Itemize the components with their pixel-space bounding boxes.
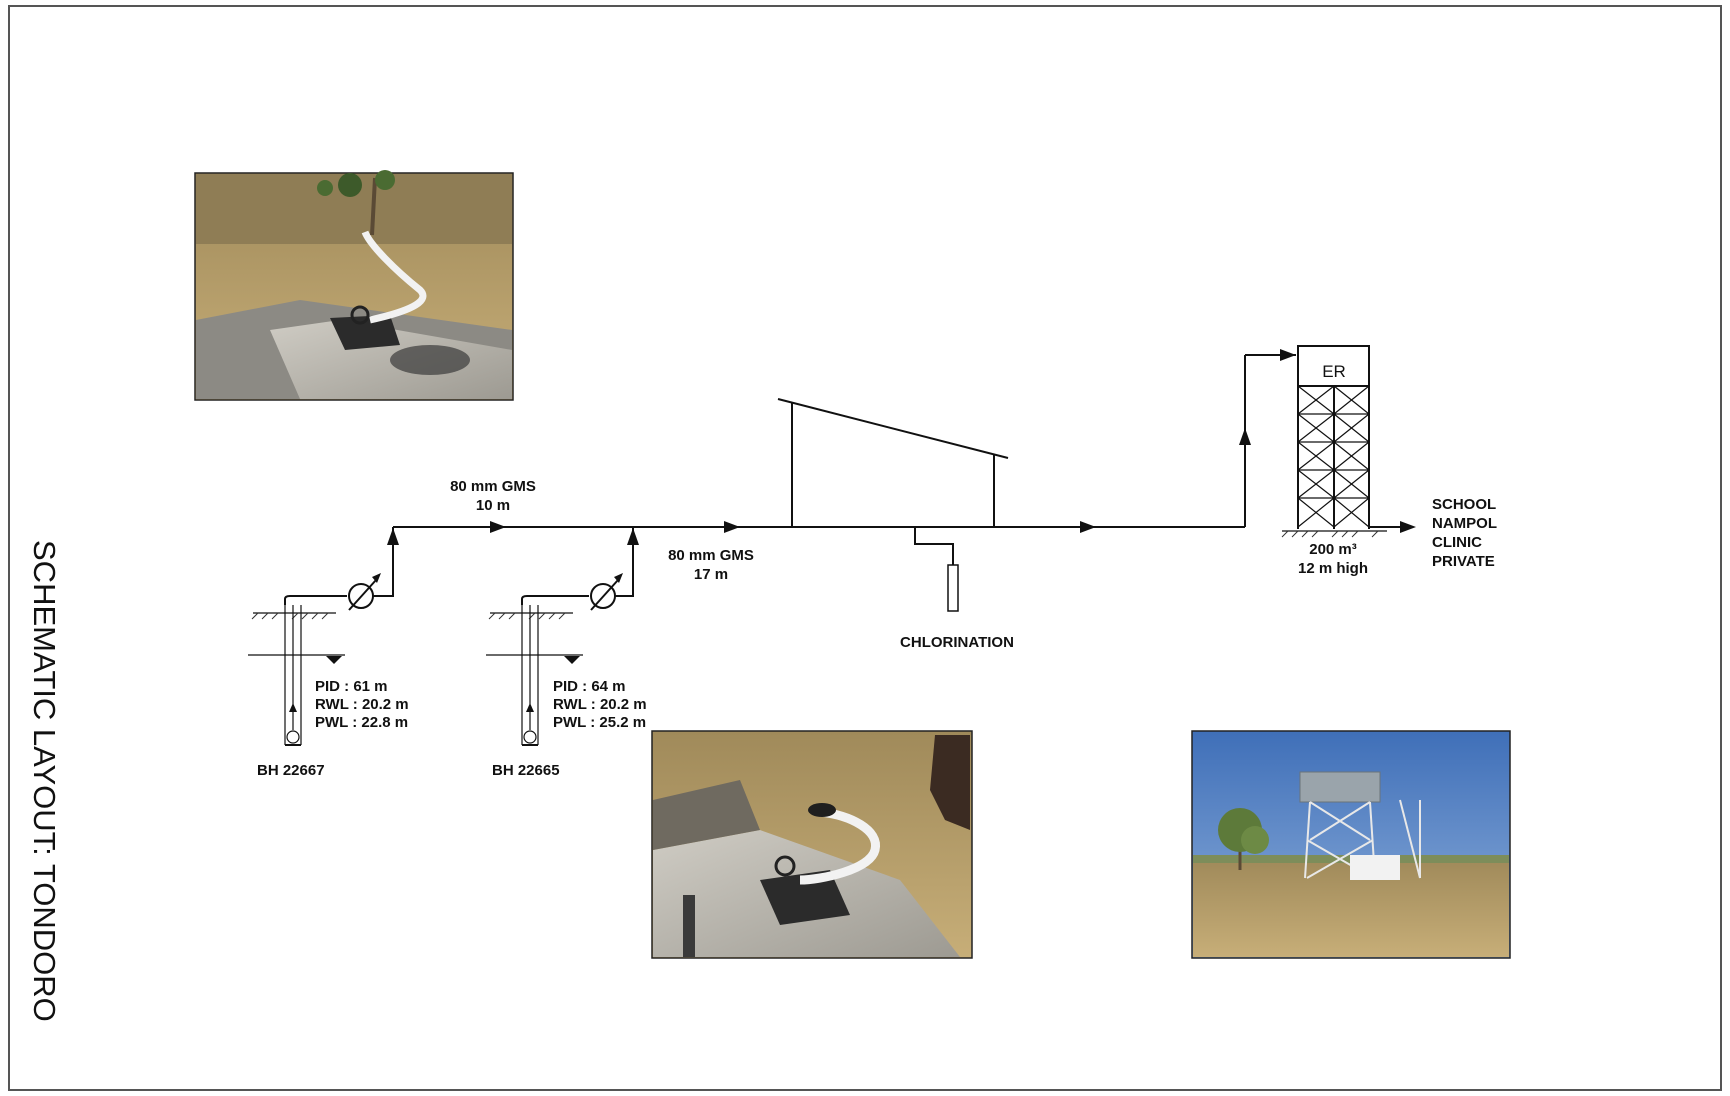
reservoir-height: 12 m high xyxy=(1298,560,1368,577)
photo-reservoir xyxy=(1191,730,1511,959)
borehole-1-rwl: RWL : 20.2 m xyxy=(315,696,409,713)
borehole-1-pid: PID : 61 m xyxy=(315,678,388,695)
pipe-1-size: 80 mm GMS xyxy=(450,478,536,495)
photo-borehole-2 xyxy=(651,730,973,959)
borehole-1 xyxy=(248,527,399,746)
main-pipeline xyxy=(393,349,1296,533)
reservoir-capacity: 200 m³ xyxy=(1309,541,1357,558)
consumer-nampol: NAMPOL xyxy=(1432,515,1497,532)
borehole-2-id: BH 22665 xyxy=(492,762,560,779)
elevated-reservoir: ER xyxy=(1281,345,1416,538)
chlorination-tank xyxy=(947,564,959,612)
borehole-1-pwl: PWL : 22.8 m xyxy=(315,714,408,731)
consumer-school: SCHOOL xyxy=(1432,496,1496,513)
reservoir-tag: ER xyxy=(1322,362,1346,381)
pipe-2-length: 17 m xyxy=(694,566,728,583)
pipe-1-length: 10 m xyxy=(476,497,510,514)
borehole-2 xyxy=(486,527,639,746)
flow-arrow-4 xyxy=(1239,428,1251,445)
borehole-2-pwl: PWL : 25.2 m xyxy=(553,714,646,731)
page-title: SCHEMATIC LAYOUT: TONDORO xyxy=(27,540,62,1022)
borehole-1-id: BH 22667 xyxy=(257,762,325,779)
outlet-arrow xyxy=(1400,521,1416,533)
flow-arrow-3 xyxy=(1080,521,1096,533)
sheet-border xyxy=(8,5,1722,1091)
borehole-2-rwl: RWL : 20.2 m xyxy=(553,696,647,713)
flow-arrow-2 xyxy=(724,521,740,533)
chlorination-label: CHLORINATION xyxy=(900,634,1014,651)
consumer-clinic: CLINIC xyxy=(1432,534,1482,551)
chlorination-shed xyxy=(777,398,1009,612)
pipe-2-size: 80 mm GMS xyxy=(668,547,754,564)
consumer-private: PRIVATE xyxy=(1432,553,1495,570)
flow-arrow-1 xyxy=(490,521,506,533)
photo-borehole-1 xyxy=(194,170,514,401)
borehole-2-pid: PID : 64 m xyxy=(553,678,626,695)
flow-arrow-5 xyxy=(1280,349,1296,361)
